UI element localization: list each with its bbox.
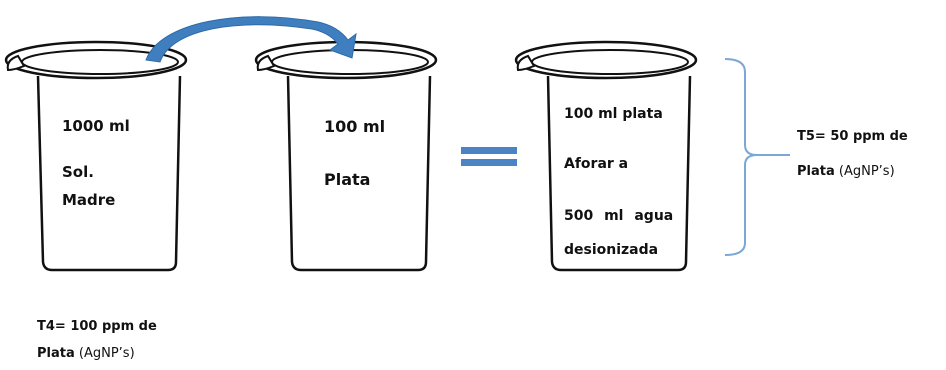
beaker3-line1: 100 ml plata (564, 106, 663, 122)
beaker2-volume: 100 ml (324, 117, 386, 136)
beaker3-line4: desionizada (564, 242, 659, 258)
beaker-500ml (514, 40, 698, 272)
beaker-1000ml (4, 40, 188, 272)
beaker3-line2: Aforar a (564, 156, 629, 172)
t4-label: T4= 100 ppm de (37, 319, 157, 334)
t5-label: T5= 50 ppm de (797, 129, 908, 144)
t4-agnp: (AgNP’s) (78, 346, 135, 361)
t4-sublabel: Plata (AgNP’s) (37, 347, 135, 360)
beaker1-madre: Madre (62, 191, 116, 209)
t4-plata: Plata (37, 346, 75, 361)
t5-sublabel: Plata (AgNP’s) (797, 165, 895, 178)
equals-sign (461, 147, 517, 166)
beaker2-plata: Plata (324, 170, 371, 189)
t5-plata: Plata (797, 164, 835, 179)
beaker1-volume: 1000 ml (62, 117, 130, 135)
t5-agnp: (AgNP’s) (838, 164, 895, 179)
right-brace (724, 58, 758, 256)
beaker1-sol: Sol. (62, 163, 94, 181)
transfer-arrow (145, 16, 357, 63)
beaker-100ml (254, 40, 438, 272)
beaker3-line3: 500 ml agua (564, 208, 674, 224)
